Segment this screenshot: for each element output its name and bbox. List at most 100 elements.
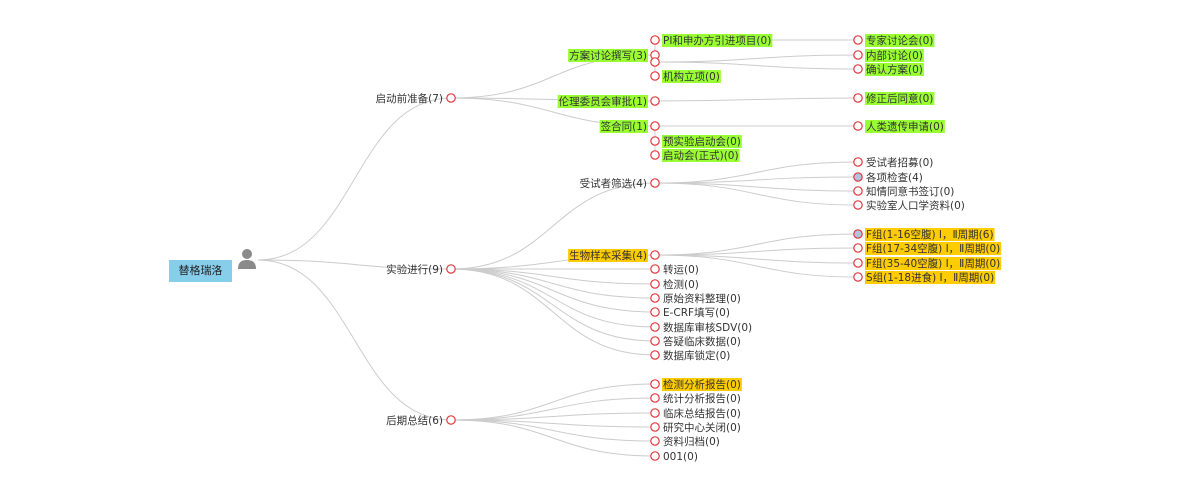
tree-node[interactable]: 检测(0) bbox=[650, 278, 699, 291]
node-circle[interactable] bbox=[650, 150, 660, 160]
node-circle[interactable] bbox=[853, 186, 863, 196]
node-circle[interactable] bbox=[650, 393, 660, 403]
node-circle[interactable] bbox=[650, 322, 660, 332]
tree-node[interactable]: F组(17-34空腹) Ⅰ，Ⅱ周期(0) bbox=[853, 242, 1002, 255]
tree-node[interactable]: 检测分析报告(0) bbox=[650, 378, 742, 391]
tree-node[interactable]: 生物样本采集(4) bbox=[568, 249, 660, 262]
tree-node[interactable]: 伦理委员会审批(1) bbox=[557, 95, 660, 108]
tree-node[interactable]: 机构立项(0) bbox=[650, 70, 721, 83]
tree-node[interactable]: 研究中心关闭(0) bbox=[650, 421, 741, 434]
tree-node[interactable]: 答疑临床数据(0) bbox=[650, 335, 741, 348]
label-highlight bbox=[865, 92, 935, 105]
node-circle[interactable] bbox=[650, 178, 660, 188]
node-circle[interactable] bbox=[446, 415, 456, 425]
tree-node[interactable]: 受试者招募(0) bbox=[853, 156, 934, 169]
tree-node[interactable]: 受试者筛选(4) bbox=[580, 177, 660, 190]
root-node[interactable]: 替格瑞洛 bbox=[169, 260, 232, 282]
node-circle[interactable] bbox=[446, 264, 456, 274]
link bbox=[450, 412, 656, 421]
tree-node[interactable]: 001(0) bbox=[650, 451, 698, 463]
tree-node[interactable]: 启动会(正式)(0) bbox=[650, 149, 740, 162]
node-circle[interactable] bbox=[650, 350, 660, 360]
label-highlight bbox=[599, 120, 648, 133]
node-circle[interactable] bbox=[650, 436, 660, 446]
tree-node[interactable]: 人类遗传申请(0) bbox=[853, 120, 945, 133]
node-circle[interactable] bbox=[650, 293, 660, 303]
link bbox=[450, 419, 656, 442]
link bbox=[450, 182, 656, 270]
tree-node[interactable]: 数据库锁定(0) bbox=[650, 349, 731, 362]
node-circle[interactable] bbox=[650, 264, 660, 274]
node-circle[interactable] bbox=[853, 229, 863, 239]
node-circle[interactable] bbox=[853, 172, 863, 182]
tree-node[interactable]: 原始资料整理(0) bbox=[650, 292, 741, 305]
tree-node[interactable]: 转运(0) bbox=[650, 263, 699, 276]
node-circle[interactable] bbox=[853, 272, 863, 282]
node-label: 原始资料整理(0) bbox=[663, 292, 741, 305]
tree-node[interactable]: 实验进行(9) bbox=[386, 263, 456, 276]
link bbox=[450, 268, 656, 356]
node-circle[interactable] bbox=[650, 379, 660, 389]
node-label: 预实验启动会(0) bbox=[663, 135, 741, 148]
node-circle[interactable] bbox=[650, 35, 660, 45]
tree-node[interactable]: 知情同意书签订(0) bbox=[853, 185, 955, 198]
node-circle[interactable] bbox=[853, 64, 863, 74]
node-circle[interactable] bbox=[853, 258, 863, 268]
tree-node[interactable]: 方案讨论撰写(3) bbox=[568, 49, 660, 62]
link bbox=[654, 182, 859, 192]
tree-node[interactable]: 专家讨论会(0) bbox=[853, 34, 935, 47]
tree-node[interactable]: 临床总结报告(0) bbox=[650, 407, 741, 420]
link bbox=[654, 247, 859, 256]
link bbox=[450, 268, 656, 313]
tree-node[interactable]: 统计分析报告(0) bbox=[650, 392, 741, 405]
node-circle[interactable] bbox=[853, 243, 863, 253]
node-circle[interactable] bbox=[650, 250, 660, 260]
link bbox=[654, 233, 859, 256]
tree-node[interactable]: 后期总结(6) bbox=[386, 414, 456, 427]
node-label: 方案讨论撰写(3) bbox=[569, 49, 647, 62]
node-circle[interactable] bbox=[650, 121, 660, 131]
tree-node[interactable]: 签合同(1) bbox=[599, 120, 660, 133]
node-circle[interactable] bbox=[650, 279, 660, 289]
node-label: 确认方案(0) bbox=[866, 63, 923, 76]
tree-node[interactable]: PI和申办方引进项目(0) bbox=[650, 34, 773, 47]
tree-node[interactable]: S组(1-18进食) Ⅰ，Ⅱ周期(0) bbox=[853, 271, 996, 284]
node-circle[interactable] bbox=[853, 200, 863, 210]
node-circle[interactable] bbox=[650, 96, 660, 106]
tree-node[interactable]: 确认方案(0) bbox=[853, 63, 924, 76]
node-circle[interactable] bbox=[853, 121, 863, 131]
tree-node[interactable]: 各项检查(4) bbox=[853, 171, 923, 184]
node-circle[interactable] bbox=[853, 35, 863, 45]
node-circle[interactable] bbox=[650, 408, 660, 418]
tree-node[interactable]: 内部讨论(0) bbox=[853, 49, 924, 62]
tree-node[interactable]: 预实验启动会(0) bbox=[650, 135, 742, 148]
node-circle[interactable] bbox=[650, 136, 660, 146]
tree-node[interactable]: F组(35-40空腹) Ⅰ，Ⅱ周期(0) bbox=[853, 257, 1002, 270]
node-label: 受试者筛选(4) bbox=[580, 177, 647, 190]
node-circle[interactable] bbox=[650, 451, 660, 461]
node-circle[interactable] bbox=[650, 336, 660, 346]
tree-node[interactable]: F组(1-16空腹) Ⅰ，Ⅱ周期(6) bbox=[853, 228, 995, 241]
label-highlight bbox=[865, 228, 995, 241]
tree-node[interactable]: E-CRF填写(0) bbox=[650, 306, 730, 319]
node-label: 研究中心关闭(0) bbox=[663, 421, 741, 434]
node-circle[interactable] bbox=[853, 50, 863, 60]
node-label: 内部讨论(0) bbox=[866, 49, 923, 62]
tree-node[interactable]: 实验室人口学资料(0) bbox=[853, 199, 965, 212]
node-circle[interactable] bbox=[446, 93, 456, 103]
node-circle[interactable] bbox=[650, 307, 660, 317]
node-circle[interactable] bbox=[650, 422, 660, 432]
tree-node[interactable]: 数据库审核SDV(0) bbox=[650, 321, 752, 334]
node-label: 后期总结(6) bbox=[386, 414, 443, 427]
node-label: 资料归档(0) bbox=[663, 435, 720, 448]
tree-node[interactable]: 修正后同意(0) bbox=[853, 92, 935, 105]
node-circle[interactable] bbox=[650, 57, 660, 67]
tree-node[interactable] bbox=[650, 57, 660, 67]
node-label: 启动前准备(7) bbox=[376, 92, 443, 105]
tree-node[interactable]: 启动前准备(7) bbox=[376, 92, 456, 105]
tree-node[interactable]: 资料归档(0) bbox=[650, 435, 720, 448]
node-circle[interactable] bbox=[853, 157, 863, 167]
node-circle[interactable] bbox=[650, 71, 660, 81]
node-circle[interactable] bbox=[853, 93, 863, 103]
